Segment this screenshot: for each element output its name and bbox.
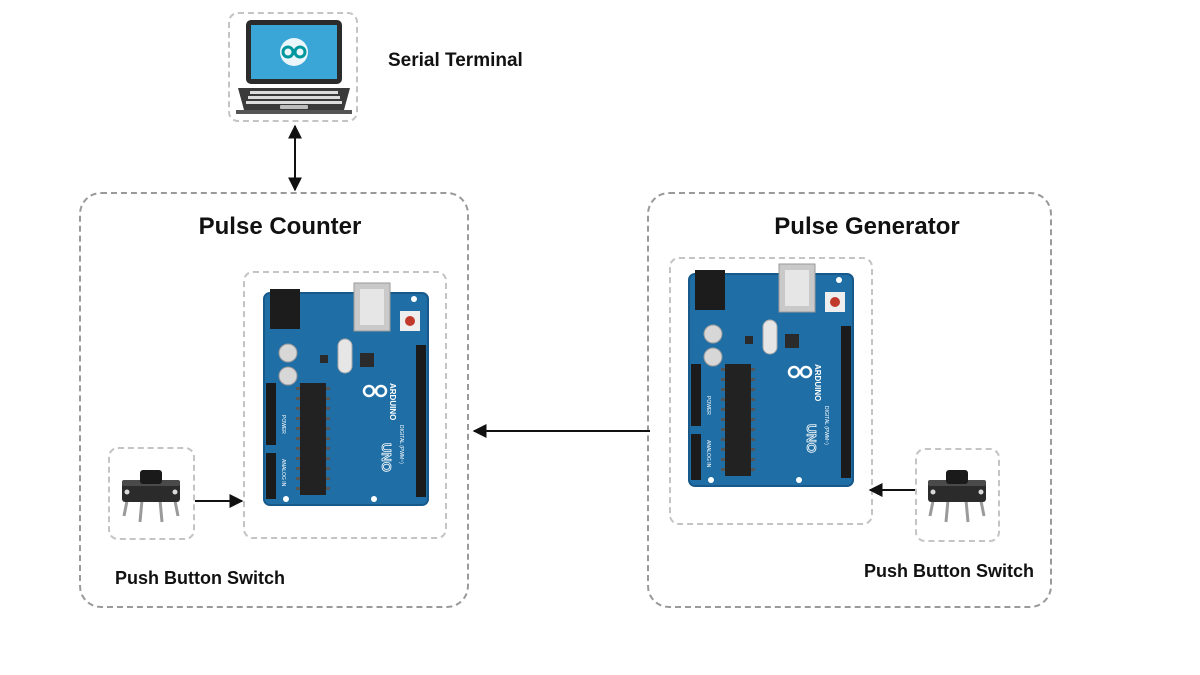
pulse-generator-model: UNO — [804, 424, 819, 453]
push-button-icon — [928, 470, 986, 523]
serial-terminal-label: Serial Terminal — [388, 50, 523, 71]
pulse-counter-arduino-board: ARDUINO UNO DIGITAL (PWM~) POWER ANALOG … — [263, 282, 429, 506]
pulse-generator-switch-label: Push Button Switch — [864, 561, 1034, 581]
push-button-icon — [122, 470, 180, 523]
pulse-counter-analog-label: ANALOG IN — [280, 459, 286, 487]
laptop-icon — [236, 20, 352, 114]
pulse-generator-arduino-board: ARDUINO UNO DIGITAL (PWM~) POWER ANALOG … — [688, 263, 854, 487]
pulse-generator-title: Pulse Generator — [774, 213, 960, 240]
pulse-counter-title: Pulse Counter — [198, 213, 362, 240]
pulse-counter-power-label: POWER — [280, 415, 286, 434]
pulse-counter-model: UNO — [379, 443, 394, 472]
pulse-counter-digital-label: DIGITAL (PWM~) — [398, 425, 404, 464]
pulse-counter-brand: ARDUINO — [388, 383, 397, 420]
pulse-generator-brand: ARDUINO — [813, 364, 822, 401]
pulse-generator-power-label: POWER — [705, 396, 711, 415]
pulse-generator-digital-label: DIGITAL (PWM~) — [823, 406, 829, 445]
pulse-counter-switch-label: Push Button Switch — [115, 568, 285, 588]
pulse-generator-analog-label: ANALOG IN — [705, 440, 711, 468]
